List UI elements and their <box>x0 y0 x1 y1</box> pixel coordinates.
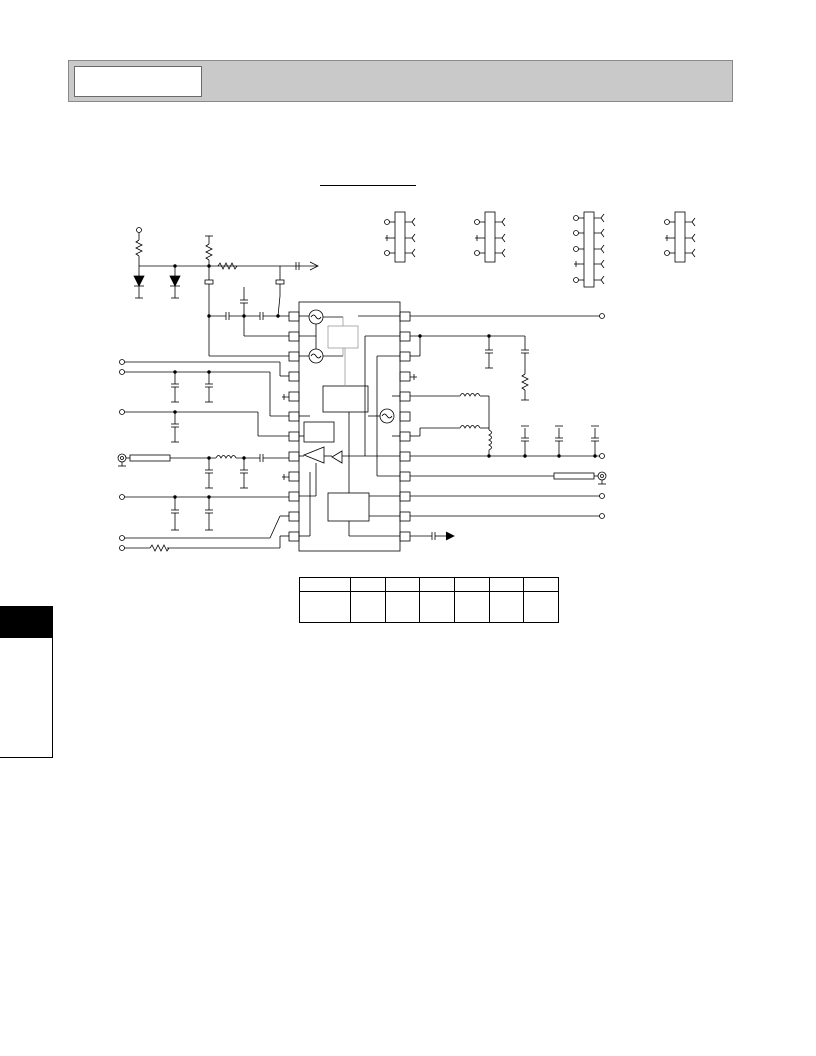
spec-table-cell <box>453 591 490 623</box>
spec-table-header-cell <box>384 577 421 592</box>
spec-table-cell <box>523 591 559 623</box>
spec-table-cell <box>384 591 421 623</box>
spec-table-cell <box>488 591 525 623</box>
ic-body <box>298 301 401 552</box>
pinout-package-1 <box>384 211 416 263</box>
spec-table-header-cell <box>350 577 386 592</box>
spec-table-header-cell <box>419 577 455 592</box>
spec-table-cell <box>419 591 455 623</box>
figure-title-underline <box>320 185 416 186</box>
ic-left-pins <box>288 311 300 542</box>
section-tab[interactable] <box>0 606 53 638</box>
section-tab-outline <box>0 638 53 758</box>
ic-right-pins <box>399 311 411 542</box>
top-left-supply-network <box>133 227 319 357</box>
spec-table-header-cell <box>453 577 490 592</box>
pinout-package-2 <box>474 211 506 263</box>
spec-table-header-cell <box>488 577 525 592</box>
right-signal-network <box>410 313 607 541</box>
ic-internal-blocks <box>299 309 400 537</box>
left-signal-network <box>117 359 289 552</box>
pinout-package-3 <box>573 211 605 288</box>
spec-table-header-cell <box>523 577 559 592</box>
spec-table-cell <box>350 591 386 623</box>
pinout-package-4 <box>664 211 696 263</box>
spec-table-header-cell <box>299 577 351 592</box>
spec-table-cell <box>299 591 351 623</box>
spec-table-header-row <box>299 577 559 592</box>
spec-table <box>299 577 559 623</box>
header-bar <box>68 60 733 102</box>
spec-table-row <box>299 591 559 623</box>
header-label-box <box>74 66 202 97</box>
